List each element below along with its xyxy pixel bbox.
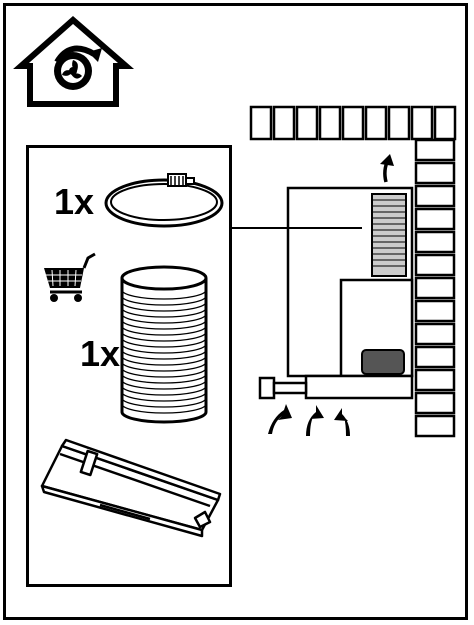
clamp-quantity: 1x <box>54 181 95 222</box>
duct-quantity: 1x <box>80 333 121 374</box>
kit-contents-box <box>26 145 232 587</box>
